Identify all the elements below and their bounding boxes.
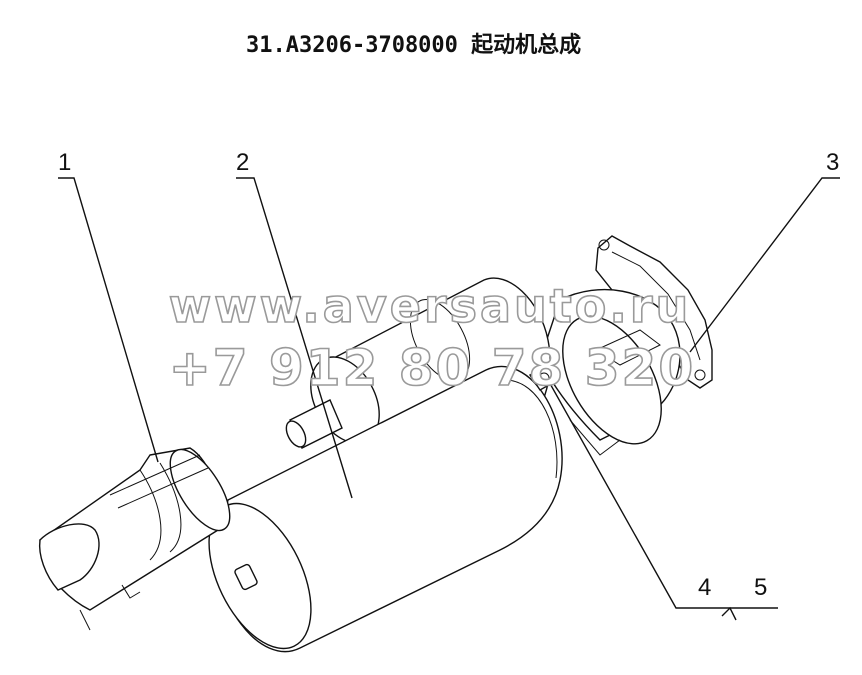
pinion-nose [38, 447, 231, 631]
leader-line-1 [58, 177, 159, 463]
watermark-phone: +7 912 80 78 320 [169, 339, 695, 397]
watermark-url: www.aversauto.ru [169, 279, 692, 333]
callout-5: 5 [754, 574, 767, 601]
leader-line-2 [236, 177, 353, 499]
leader-line-4 [547, 379, 730, 609]
drawing-title: 31.A3206-3708000 起动机总成 [246, 32, 581, 58]
drive-end-housing [539, 288, 681, 456]
callout-2: 2 [236, 149, 249, 176]
terminal-nut [528, 365, 560, 391]
leader-line-3 [689, 177, 840, 353]
callout-4: 4 [698, 574, 711, 601]
bracket-tick [721, 606, 737, 621]
callout-3: 3 [826, 149, 839, 176]
callout-1: 1 [58, 149, 71, 176]
leader-lines [58, 177, 840, 621]
